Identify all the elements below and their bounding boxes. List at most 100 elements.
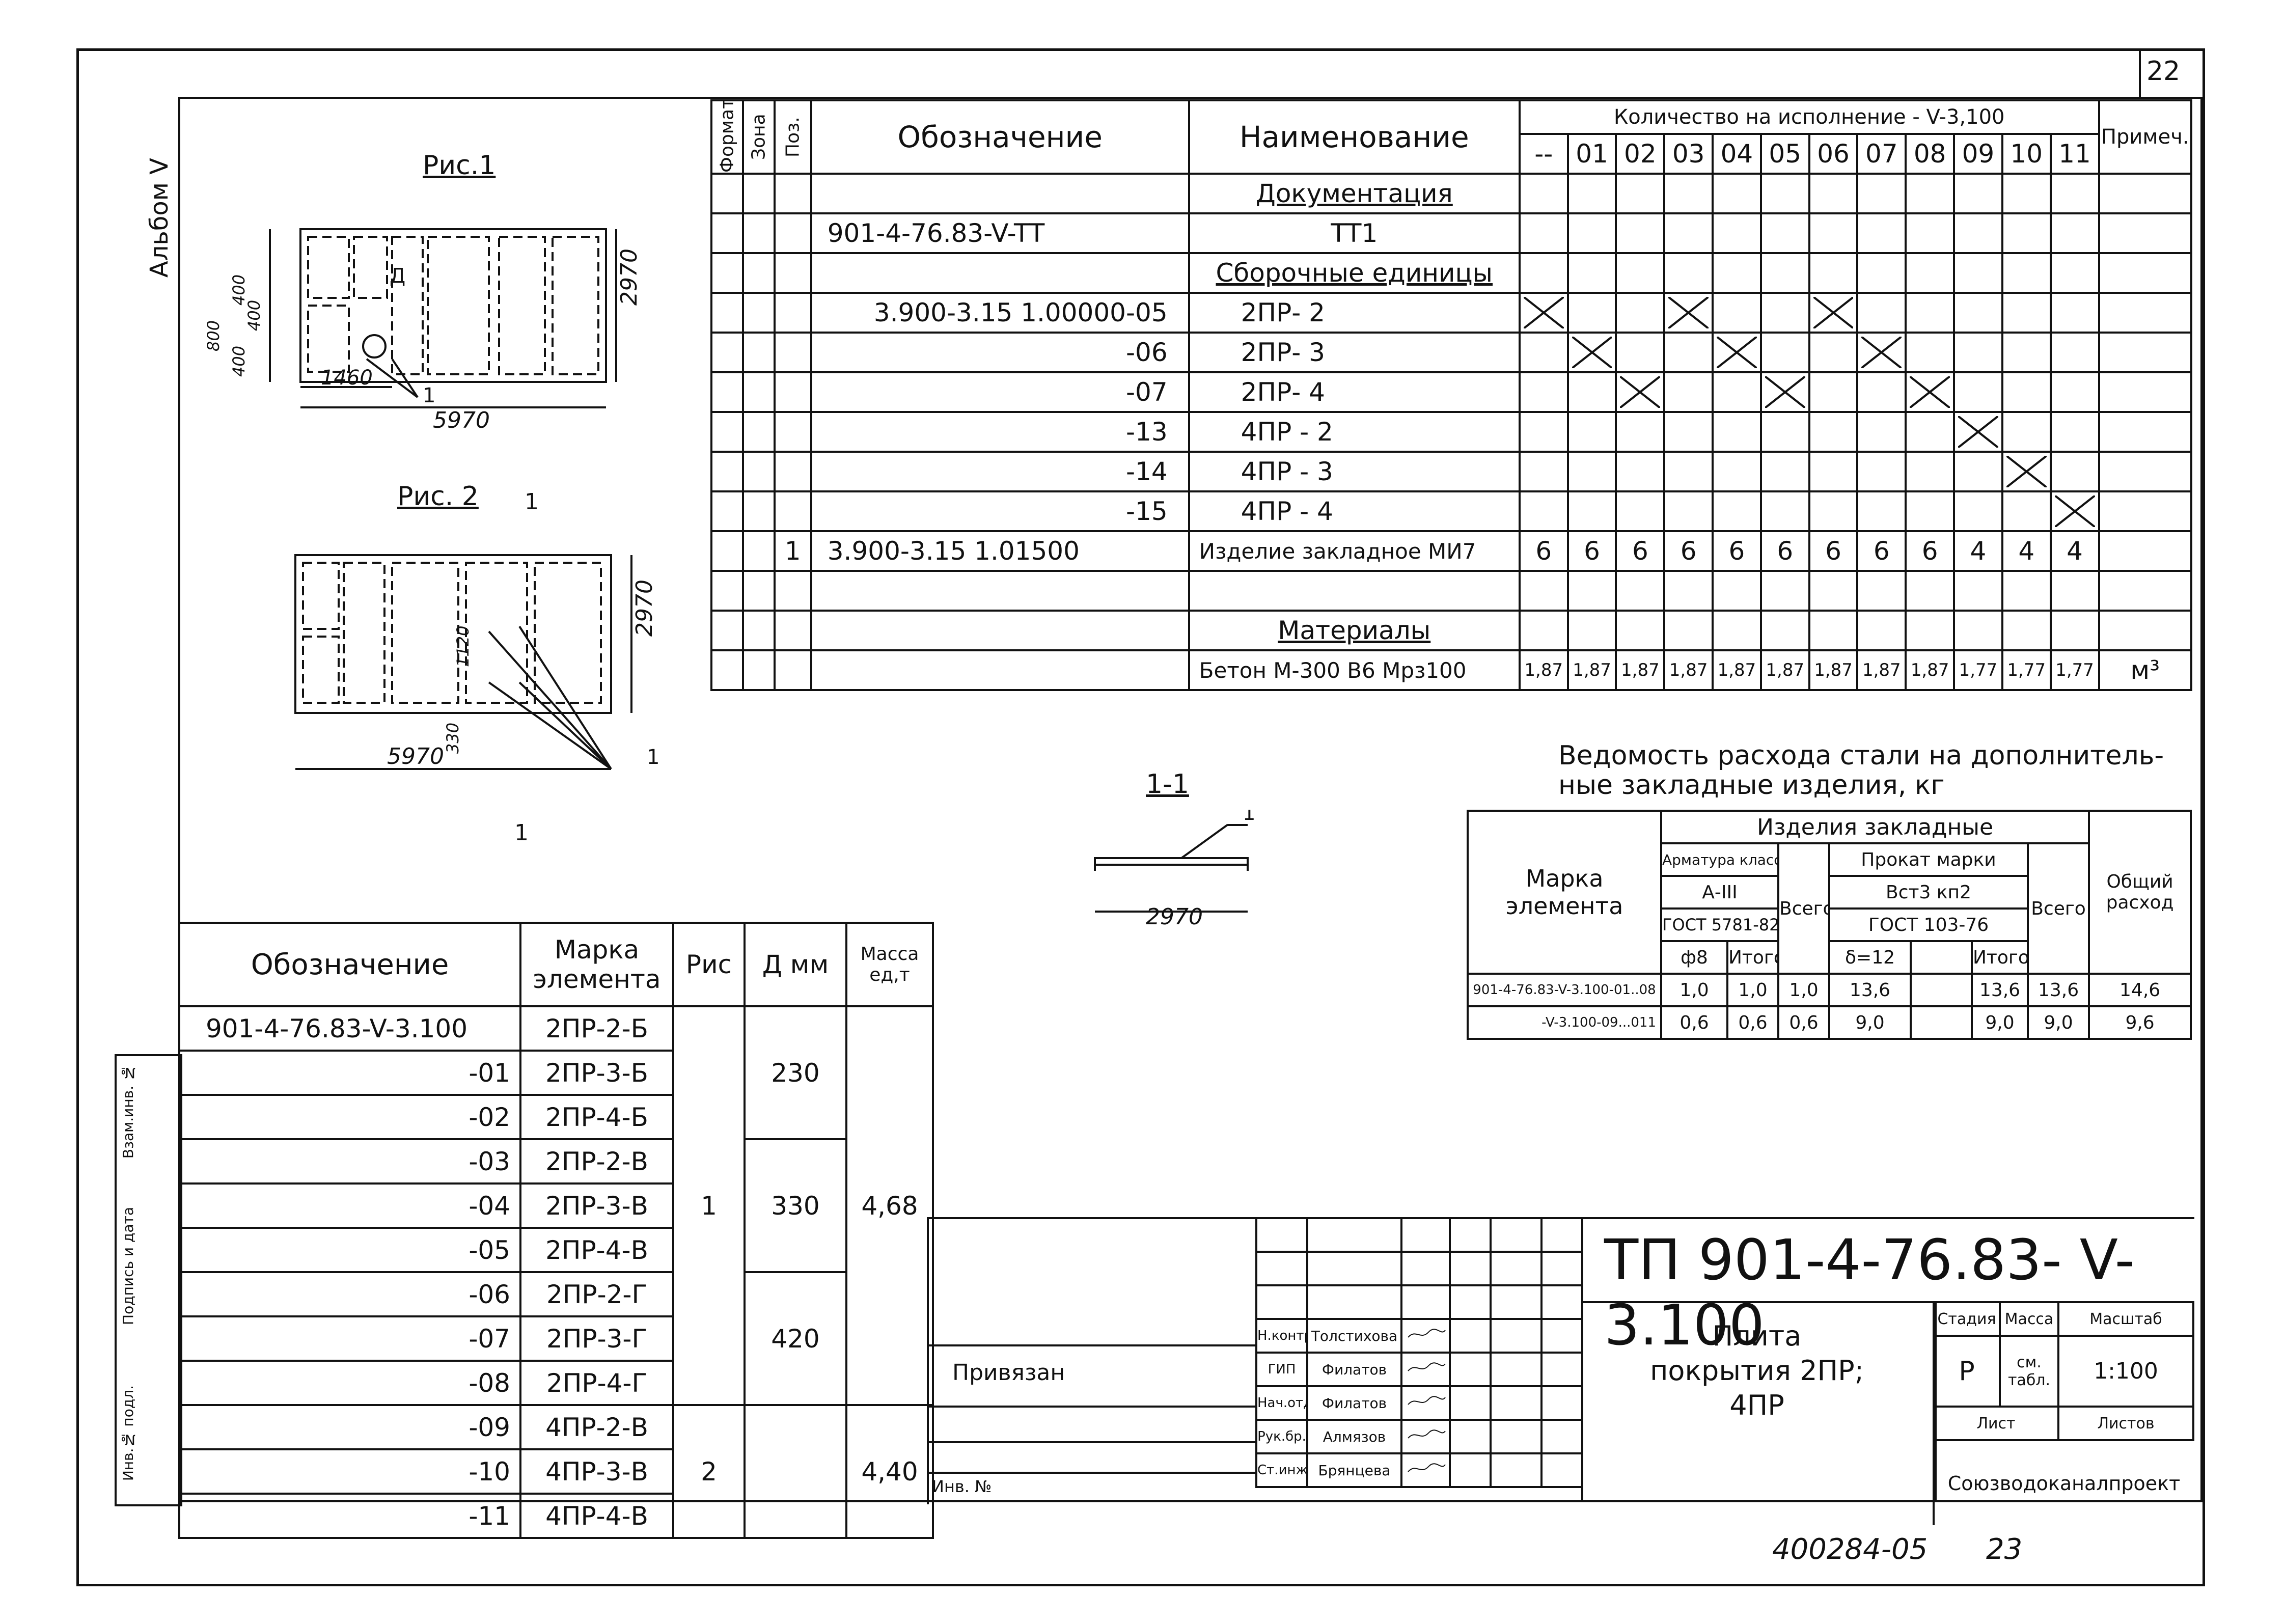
cross-icon — [1765, 376, 1805, 408]
embed-qty: 6 — [1663, 530, 1714, 572]
variant-mark: 2ПР-2-В — [519, 1138, 674, 1185]
embed-qty: 6 — [1905, 530, 1956, 572]
privyazan-line2 — [927, 1441, 1255, 1443]
section-mark-top: 1 — [525, 489, 539, 515]
fig1-dim-2: 400 — [244, 300, 264, 331]
variant-mark: 4ПР-2-В — [519, 1404, 674, 1450]
assembly-name: 2ПР- 4 — [1188, 371, 1521, 413]
signature — [1400, 1385, 1451, 1421]
embed-qty: 6 — [1759, 530, 1810, 572]
side-stamp-1: Взам.инв. № — [120, 1064, 136, 1159]
footer-code: 400284-05 — [1772, 1533, 1928, 1566]
hdr-format: Формат — [711, 100, 743, 174]
variant-mass: 4,68 — [845, 1005, 934, 1406]
signer-name: Филатов — [1306, 1352, 1402, 1387]
section-mark-bottom: 1 — [514, 820, 529, 846]
title-block-frame — [927, 1217, 2194, 1504]
variants-table: Обозначение Марка элемента Рис Д мм Масс… — [178, 922, 934, 1539]
signature-icon — [1407, 1329, 1446, 1338]
x-mark — [1663, 292, 1714, 334]
signature — [1400, 1352, 1451, 1387]
signature — [1400, 1452, 1451, 1488]
variant-header: 11 — [2049, 133, 2100, 175]
x-mark — [1615, 371, 1666, 413]
variant-fig: 1 — [672, 1005, 746, 1406]
concrete-qty: 1,87 — [1759, 649, 1810, 691]
embed-qty: 6 — [1856, 530, 1907, 572]
variant-mark: 2ПР-2-Б — [519, 1005, 674, 1052]
title-block-signers: Н.контрТолстиховаГИПФилатовНач.отд.Филат… — [1255, 1217, 1583, 1488]
cross-icon — [1813, 297, 1854, 328]
fig1-width-dim: 5970 — [433, 407, 490, 433]
steel-hdr-itogo2: Итого — [1971, 940, 2029, 975]
outer-frame — [76, 48, 2205, 1586]
steel-val: 1,0 — [1726, 973, 1779, 1007]
variant-mark: 2ПР-3-Б — [519, 1050, 674, 1096]
steel-val: 9,6 — [2088, 1005, 2192, 1040]
assembly-name: 4ПР - 3 — [1188, 451, 1521, 492]
fig2-height-dim: 2970 — [631, 580, 657, 637]
x-mark — [1905, 371, 1956, 413]
section-drawing: 2970 1 — [1094, 810, 1255, 930]
sheet-number: 22 — [2146, 56, 2181, 87]
steel-val: 9,0 — [1971, 1005, 2029, 1040]
variant-designation: -07 — [178, 1315, 521, 1362]
embed-qty: 6 — [1615, 530, 1666, 572]
variant-d: 330 — [744, 1138, 847, 1273]
steel-val: 9,0 — [1828, 1005, 1912, 1040]
steel-hdr-total: Всего — [1777, 842, 1830, 975]
concrete-qty: 1,87 — [1905, 649, 1956, 691]
doc-code: ТП 901-4-76.83- V- 3.100 — [1604, 1227, 2135, 1358]
variant-mark: 2ПР-4-В — [519, 1227, 674, 1273]
spec-table: Формат Зона Поз. Обозначение Наименовани… — [710, 99, 2192, 691]
embed-qty: 6 — [1518, 530, 1569, 572]
assembly-designation: -06 — [810, 332, 1190, 373]
variant-designation: -11 — [178, 1493, 521, 1539]
cross-icon — [1620, 376, 1661, 408]
x-mark — [1518, 292, 1569, 334]
privyazan-frame — [927, 1344, 1255, 1504]
steel-table: Марка элемента Изделия закладные Общий р… — [1467, 810, 2192, 1040]
hdr-note: Примеч. — [2098, 99, 2192, 175]
spec-row-concrete: Бетон М-300 В6 Мрз100 1,87 1,87 1,87 1,8… — [710, 649, 2192, 691]
steel-hdr-embed: Изделия закладные — [1660, 810, 2090, 844]
var-hdr-mass: Масса ед,т — [845, 922, 934, 1007]
x-mark — [1953, 411, 2003, 453]
embed-qty: 4 — [2049, 530, 2100, 572]
assembly-name: 4ПР - 2 — [1188, 411, 1521, 453]
signer-row: Ст.инж.Брянцева — [1255, 1452, 1583, 1488]
fig1-title: Рис.1 — [423, 150, 496, 181]
concrete-qty: 1,87 — [1566, 649, 1617, 691]
concrete-qty: 1,87 — [1856, 649, 1907, 691]
embed-designation: 3.900-3.15 1.01500 — [810, 530, 1190, 572]
variant-d-blank — [744, 1404, 847, 1539]
hdr-pos: Поз. — [774, 100, 811, 174]
x-mark — [2001, 451, 2052, 492]
signer-row: Нач.отд.Филатов — [1255, 1385, 1583, 1421]
x-mark — [1808, 292, 1859, 334]
cross-icon — [1668, 297, 1709, 328]
side-stamp-2: Подпись и дата — [120, 1207, 136, 1325]
fig1-height-dim: 2970 — [616, 249, 642, 306]
signature-icon — [1407, 1429, 1446, 1439]
variant-designation: -10 — [178, 1448, 521, 1495]
variant-header: 10 — [2001, 133, 2052, 175]
steel-hdr-itogo: Итого — [1726, 940, 1779, 975]
assembly-name: 4ПР - 4 — [1188, 490, 1521, 532]
steel-val: 0,6 — [1726, 1005, 1779, 1040]
steel-hdr-rebar-cls: А-III — [1660, 875, 1779, 910]
stage-header: Стадия — [1933, 1301, 2001, 1337]
mass-value: см. табл. — [1999, 1335, 2059, 1408]
steel-val: 1,0 — [1660, 973, 1728, 1007]
embed-qty: 6 — [1712, 530, 1762, 572]
variant-d: 420 — [744, 1271, 847, 1406]
signer-name: Толстихова — [1306, 1318, 1402, 1354]
